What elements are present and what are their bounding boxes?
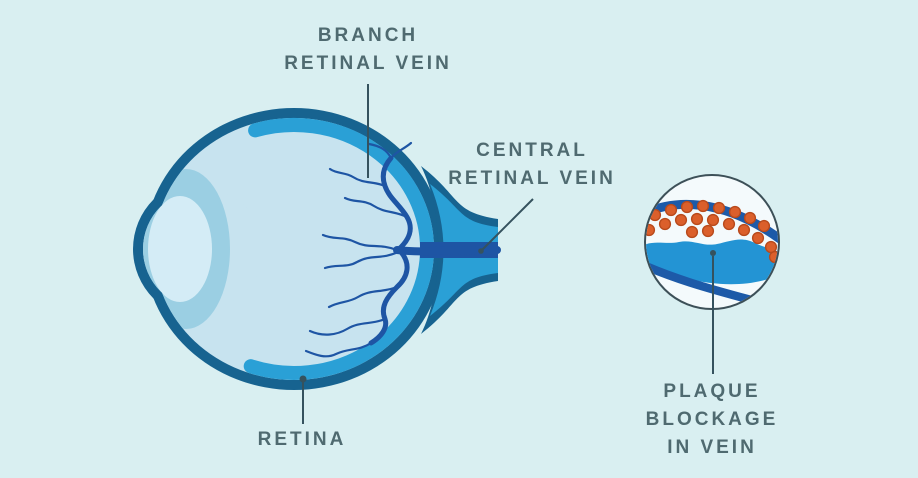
plaque-dot [712, 201, 726, 215]
vein-branch-upper [380, 155, 413, 252]
label-line: RETINAL VEIN [448, 168, 616, 189]
vein-trunk [393, 246, 501, 256]
label-plaque-blockage-in-vein: PLAQUE BLOCKAGE IN VEIN [602, 378, 822, 462]
label-line: CENTRAL [476, 140, 588, 161]
retina-pointer-dot [299, 375, 307, 383]
plaque-dot [737, 223, 751, 237]
vein-twig [389, 141, 413, 160]
vein-twig [343, 196, 409, 219]
plaque-dot [690, 212, 704, 226]
plaque-dot [706, 213, 720, 227]
plaque-dot [680, 200, 694, 214]
label-line: BRANCH [317, 25, 419, 46]
plaque-dot [757, 219, 771, 233]
vitreous-interior [154, 118, 434, 380]
plaque-pointer-dot [710, 250, 716, 256]
inset-contents [646, 199, 778, 308]
label-retina: RETINA [202, 426, 402, 454]
plaque-dot [728, 205, 742, 219]
vein-branch-lower [368, 249, 410, 346]
label-line: IN VEIN [667, 437, 757, 458]
label-line: PLAQUE [663, 381, 761, 402]
label-line: RETINA [257, 429, 347, 450]
pointer-lines [299, 84, 716, 424]
vein-twig [308, 317, 387, 336]
magnified-vein-inset [644, 174, 780, 310]
label-branch-retinal-vein: BRANCH RETINAL VEIN [238, 22, 498, 78]
lens [148, 196, 212, 302]
plaque-dots [646, 199, 778, 264]
plaque-dot [701, 224, 715, 238]
label-line: RETINAL VEIN [284, 53, 452, 74]
retinal-vein-branches [304, 141, 501, 358]
label-line: BLOCKAGE [645, 409, 779, 430]
plaque-dot [674, 213, 688, 227]
central-retinal-vein-pointer-dot [478, 248, 484, 254]
central-retinal-vein-pointer [480, 198, 534, 252]
plaque-dot [722, 217, 736, 231]
plaque-dot [696, 199, 710, 213]
plaque-dot [658, 217, 672, 231]
vein-twig [321, 233, 399, 252]
eye-cross-section-illustration [133, 108, 501, 390]
plaque-dot [664, 203, 678, 217]
anterior-segment [143, 169, 230, 329]
vein-twig [304, 341, 373, 358]
plaque-dot [743, 211, 757, 225]
label-central-retinal-vein: CENTRAL RETINAL VEIN [402, 137, 662, 193]
vein-twig [328, 167, 387, 188]
vein-twig [323, 250, 400, 270]
vein-twig [367, 142, 393, 160]
plaque-dot [751, 231, 765, 245]
vein-twig [327, 285, 399, 309]
plaque-dot [764, 240, 778, 254]
plaque-dot [685, 225, 699, 239]
